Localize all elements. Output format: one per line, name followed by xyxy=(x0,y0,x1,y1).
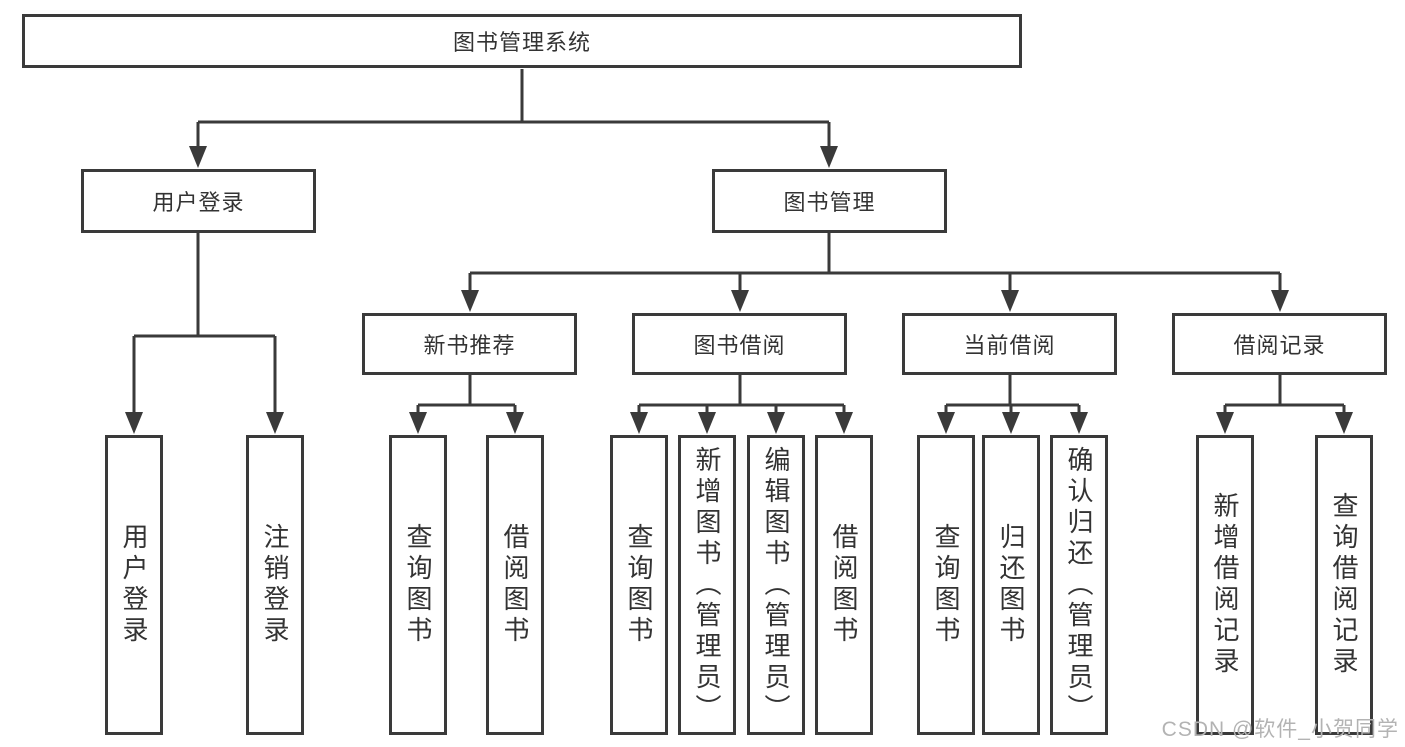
arrow-down-icon xyxy=(189,146,207,168)
leaf-add-borrow-record: 新增借阅记录 xyxy=(1196,435,1254,735)
node-book-management: 图书管理 xyxy=(712,169,947,233)
arrow-down-icon xyxy=(630,412,648,434)
arrow-down-icon xyxy=(1070,412,1088,434)
arrow-down-icon xyxy=(506,412,524,434)
leaf-query-borrow-record: 查询借阅记录 xyxy=(1315,435,1373,735)
node-current-borrow: 当前借阅 xyxy=(902,313,1117,375)
arrow-down-icon xyxy=(1002,412,1020,434)
arrow-down-icon xyxy=(835,412,853,434)
node-borrow-records: 借阅记录 xyxy=(1172,313,1387,375)
arrow-down-icon xyxy=(1271,290,1289,312)
arrow-down-icon xyxy=(937,412,955,434)
leaf-borrow-books-recommend: 借阅图书 xyxy=(486,435,544,735)
arrow-down-icon xyxy=(767,412,785,434)
leaf-add-book-admin: 新增图书（管理员） xyxy=(678,435,736,735)
arrow-down-icon xyxy=(731,290,749,312)
arrow-down-icon xyxy=(125,412,143,434)
arrow-down-icon xyxy=(409,412,427,434)
arrow-down-icon xyxy=(698,412,716,434)
leaf-return-books: 归还图书 xyxy=(982,435,1040,735)
leaf-edit-book-admin: 编辑图书（管理员） xyxy=(747,435,805,735)
node-new-book-recommend: 新书推荐 xyxy=(362,313,577,375)
arrow-down-icon xyxy=(820,146,838,168)
arrow-down-icon xyxy=(1001,290,1019,312)
leaf-borrow-books: 借阅图书 xyxy=(815,435,873,735)
csdn-watermark: CSDN @软件_小贺同学 xyxy=(1161,718,1399,741)
node-book-borrow: 图书借阅 xyxy=(632,313,847,375)
arrow-down-icon xyxy=(266,412,284,434)
node-root-system: 图书管理系统 xyxy=(22,14,1022,68)
arrow-down-icon xyxy=(1216,412,1234,434)
leaf-logout: 注销登录 xyxy=(246,435,304,735)
leaf-query-books-current: 查询图书 xyxy=(917,435,975,735)
leaf-user-login: 用户登录 xyxy=(105,435,163,735)
arrow-down-icon xyxy=(461,290,479,312)
leaf-query-books-recommend: 查询图书 xyxy=(389,435,447,735)
node-user-login: 用户登录 xyxy=(81,169,316,233)
leaf-confirm-return-admin: 确认归还（管理员） xyxy=(1050,435,1108,735)
leaf-query-books-borrow: 查询图书 xyxy=(610,435,668,735)
arrow-down-icon xyxy=(1335,412,1353,434)
